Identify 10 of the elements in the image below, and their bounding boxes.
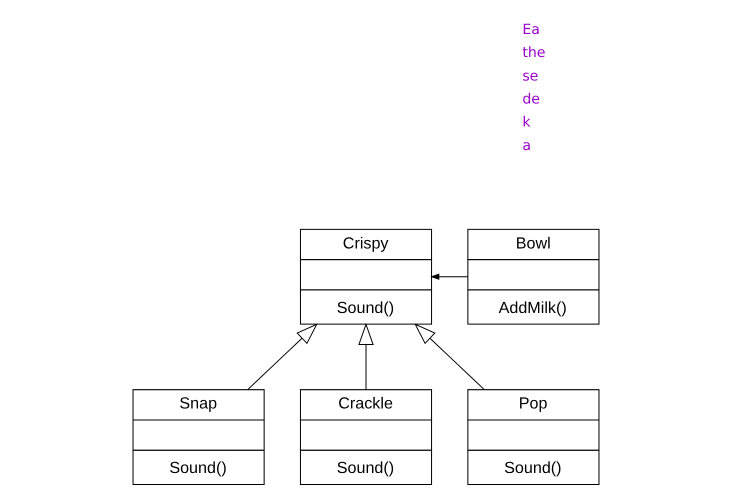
arrow bbox=[430, 274, 468, 280]
arrow bbox=[248, 323, 318, 390]
arrow bbox=[414, 323, 484, 390]
label: Ea bbox=[522, 22, 540, 38]
arrow bbox=[358, 322, 374, 390]
label: the bbox=[522, 45, 546, 62]
label: a bbox=[522, 138, 531, 154]
label: de bbox=[522, 91, 540, 108]
label: se bbox=[522, 68, 538, 84]
label: k bbox=[522, 114, 530, 131]
